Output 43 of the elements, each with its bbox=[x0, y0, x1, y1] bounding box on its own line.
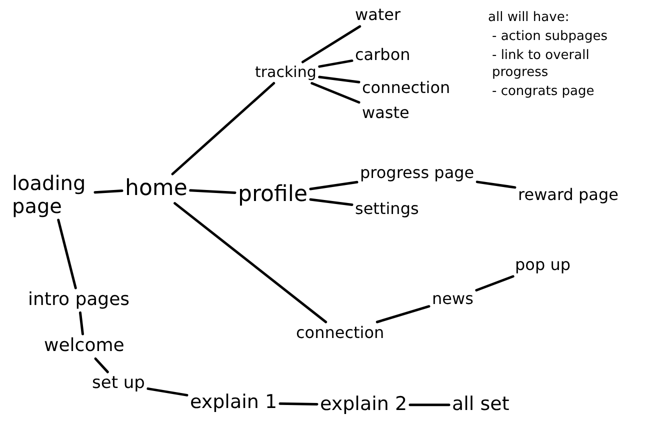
connector-line bbox=[408, 404, 450, 406]
connector-line bbox=[57, 218, 77, 290]
connector-line bbox=[174, 202, 328, 324]
connector-line bbox=[318, 76, 360, 84]
connector-line bbox=[310, 82, 360, 104]
connector-line bbox=[475, 275, 514, 292]
node-text: explain 1 bbox=[190, 392, 278, 414]
connector-line bbox=[146, 387, 188, 396]
connector-line bbox=[309, 180, 358, 190]
node-text: news bbox=[432, 290, 474, 308]
node-text: profile bbox=[238, 182, 308, 208]
node-text: connection bbox=[296, 324, 384, 342]
node-text: reward page bbox=[518, 186, 618, 204]
node-text: progress page bbox=[360, 164, 474, 182]
note-text: - congrats page bbox=[491, 84, 596, 100]
node-text: water bbox=[355, 6, 401, 24]
note-text: - action subpages bbox=[491, 28, 608, 46]
connector-line bbox=[309, 198, 354, 206]
note-text: all will have: bbox=[488, 10, 570, 27]
connector-line bbox=[78, 311, 84, 336]
node-text: home bbox=[125, 176, 188, 202]
connector-line bbox=[278, 402, 318, 406]
node-text: carbon bbox=[355, 46, 410, 64]
node-text: welcome bbox=[44, 336, 124, 357]
connector-line bbox=[189, 189, 236, 194]
node-text: waste bbox=[362, 104, 410, 122]
node-text: set up bbox=[92, 374, 145, 394]
connector-line bbox=[94, 357, 109, 374]
connector-line bbox=[171, 82, 276, 176]
node-text: all set bbox=[452, 394, 510, 416]
node-text: tracking bbox=[255, 64, 316, 82]
node-text: loading page bbox=[12, 172, 87, 218]
node-text: pop up bbox=[515, 256, 570, 274]
connector-line bbox=[94, 189, 124, 194]
connector-line bbox=[376, 305, 430, 324]
connector-line bbox=[301, 25, 362, 64]
node-text: settings bbox=[355, 200, 419, 218]
connector-line bbox=[318, 59, 354, 68]
node-text: explain 2 bbox=[320, 394, 408, 416]
note-text: - link to overall progress bbox=[491, 48, 590, 82]
node-text: intro pages bbox=[28, 290, 130, 311]
node-text: connection bbox=[362, 79, 450, 98]
connector-line bbox=[476, 180, 516, 189]
